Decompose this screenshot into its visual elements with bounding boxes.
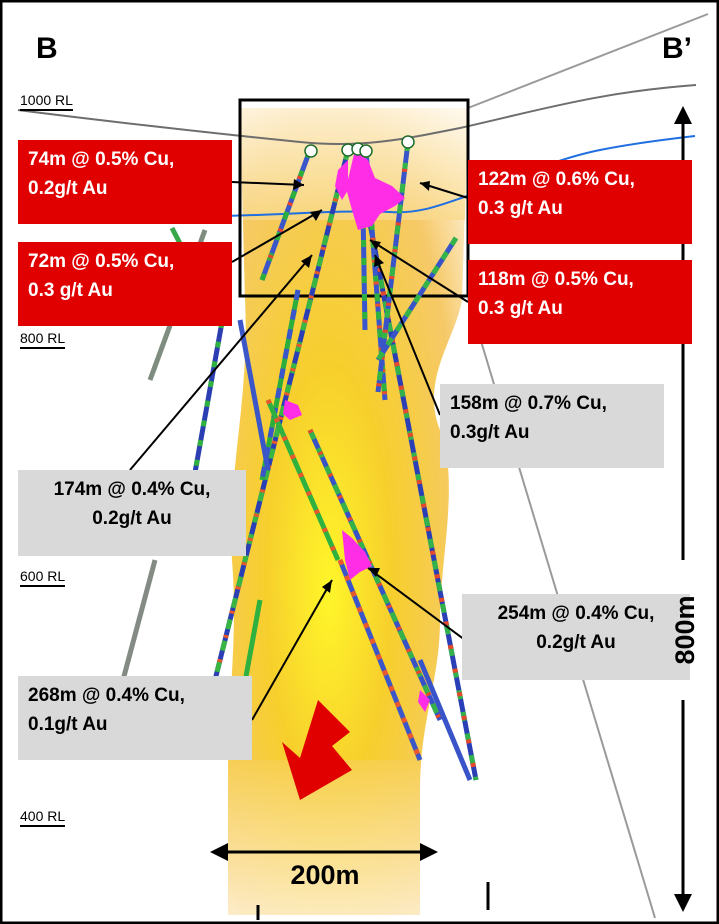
intercept-callout: 254m @ 0.4% Cu, 0.2g/t Au <box>462 594 690 680</box>
intercept-callout: 174m @ 0.4% Cu, 0.2g/t Au <box>18 470 246 556</box>
pointer-line <box>231 181 305 186</box>
intercept-interval: 122m @ 0.6% Cu, <box>478 169 635 190</box>
intercept-interval: 72m @ 0.5% Cu, <box>28 251 175 272</box>
intercept-interval: 118m @ 0.5% Cu, <box>478 269 634 290</box>
intercept-gold: 0.3 g/t Au <box>478 197 563 219</box>
pointer-line <box>367 567 466 641</box>
topography-line <box>17 84 697 146</box>
intercept-interval: 174m @ 0.4% Cu, <box>53 479 211 500</box>
assay-histogram <box>283 400 302 420</box>
intercept-gold: 0.3 g/t Au <box>28 279 113 301</box>
intercept-callout: 118m @ 0.5% Cu, 0.3 g/t Au <box>468 260 692 344</box>
intercept-gold: 0.1g/t Au <box>28 713 108 735</box>
rl-label-1000: 1000 RL <box>20 92 73 111</box>
section-end-label: B’ <box>662 32 692 65</box>
zoom-line-top <box>467 13 709 109</box>
drill-hole <box>417 659 473 781</box>
drill-hole <box>265 398 341 562</box>
intercept-callout: 268m @ 0.4% Cu, 0.1g/t Au <box>18 676 252 760</box>
pointer-line <box>369 239 469 303</box>
pointer-line <box>129 254 313 471</box>
section-start-label: B <box>36 32 58 65</box>
pointer-line <box>374 254 441 416</box>
assay-histogram <box>342 530 372 580</box>
pointer-line <box>231 209 323 263</box>
assay-histogram <box>346 150 405 230</box>
intercept-gold: 0.2g/t Au <box>536 631 616 653</box>
intercept-gold: 0.2g/t Au <box>92 507 172 529</box>
intercept-interval: 254m @ 0.4% Cu, <box>497 603 655 624</box>
horizontal-scale-label: 200m <box>290 860 360 890</box>
intercept-callout: 74m @ 0.5% Cu, 0.2g/t Au <box>18 140 232 224</box>
intercept-callout: 122m @ 0.6% Cu, 0.3 g/t Au <box>468 160 692 244</box>
intercept-gold: 0.3g/t Au <box>450 421 530 443</box>
intercept-callout: 72m @ 0.5% Cu, 0.3 g/t Au <box>18 242 232 326</box>
intercept-interval: 74m @ 0.5% Cu, <box>28 149 175 170</box>
rl-label-600: 600 RL <box>20 568 66 587</box>
pointer-line <box>251 579 333 721</box>
collar-markers <box>304 135 415 158</box>
horizontal-scale-arrow <box>210 843 490 920</box>
rl-label-400: 400 RL <box>20 808 66 827</box>
vertical-scale-label: 800m <box>670 595 700 665</box>
callout-pointers <box>129 181 469 721</box>
ore-body-bottom <box>228 760 420 915</box>
intercept-interval: 158m @ 0.7% Cu, <box>450 393 607 414</box>
pointer-arrowheads <box>293 179 430 593</box>
assay-histograms <box>283 150 430 712</box>
rl-label-800: 800 RL <box>20 330 66 349</box>
drill-hole <box>237 319 271 471</box>
intercept-gold: 0.3 g/t Au <box>478 297 563 319</box>
plunge-direction-arrow <box>282 700 352 800</box>
intercept-callout: 158m @ 0.7% Cu, 0.3g/t Au <box>440 384 664 468</box>
intercept-interval: 268m @ 0.4% Cu, <box>28 685 185 706</box>
intercept-gold: 0.2g/t Au <box>28 177 108 199</box>
